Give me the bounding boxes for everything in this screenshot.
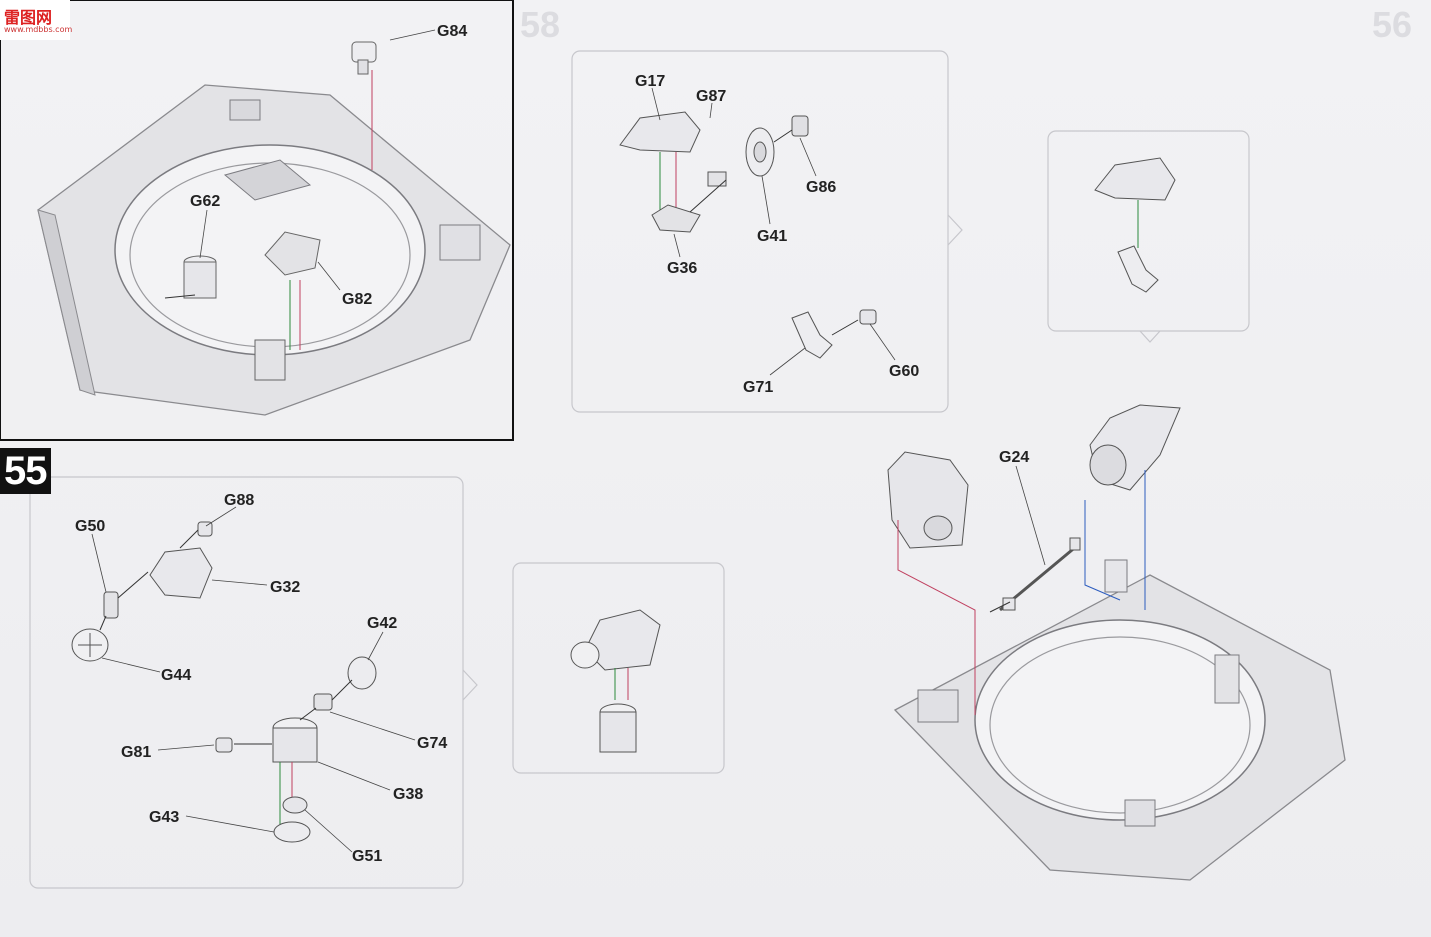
gearbox-assembly — [887, 451, 969, 549]
label-g74: G74 — [417, 735, 447, 752]
step-number-55: 55 — [0, 448, 51, 494]
label-g88: G88 — [224, 492, 254, 509]
part-g50 — [103, 591, 119, 619]
label-g87: G87 — [696, 88, 726, 105]
label-g51: G51 — [352, 848, 382, 865]
part-g74 — [313, 693, 333, 711]
subassembly-frame-g17 — [571, 50, 949, 413]
step-55-result-preview — [570, 609, 661, 753]
ghost-step-number: 58 — [520, 4, 561, 45]
label-g42: G42 — [367, 615, 397, 632]
part-g71 — [791, 311, 833, 359]
logo-url: www.mdbbs.com — [4, 25, 73, 34]
part-g88 — [197, 521, 213, 537]
part-g60 — [859, 309, 877, 325]
part-g62 — [183, 255, 217, 299]
label-g17: G17 — [635, 73, 665, 90]
preview-frame — [512, 562, 725, 774]
frame-pointer — [1139, 330, 1161, 343]
part-g84 — [351, 41, 377, 75]
part-g41 — [745, 127, 775, 177]
part-g82 — [264, 231, 321, 276]
part-g81 — [215, 737, 233, 753]
label-g71: G71 — [743, 379, 773, 396]
part-g44 — [71, 628, 109, 662]
step-54-frame — [0, 0, 514, 441]
motor-assembly — [1089, 404, 1181, 491]
part-g51 — [282, 796, 308, 814]
label-g60: G60 — [889, 363, 919, 380]
turret-floor-assembly — [893, 559, 1346, 881]
part-g38 — [272, 717, 318, 763]
label-g82: G82 — [342, 291, 372, 308]
label-g62: G62 — [190, 193, 220, 210]
label-g50: G50 — [75, 518, 105, 535]
label-g86: G86 — [806, 179, 836, 196]
ghost-step-number: 56 — [1372, 4, 1413, 45]
part-g24 — [999, 537, 1081, 612]
label-g24: G24 — [999, 449, 1029, 466]
step-55-frame — [29, 476, 464, 889]
label-g32: G32 — [270, 579, 300, 596]
label-g36: G36 — [667, 260, 697, 277]
site-logo: 雷图网 www.mdbbs.com — [0, 0, 73, 40]
subassembly-preview-upper — [1094, 157, 1176, 293]
turret-floor-step54 — [37, 84, 511, 416]
label-g41: G41 — [757, 228, 787, 245]
label-g38: G38 — [393, 786, 423, 803]
part-g36 — [651, 204, 701, 233]
label-g84: G84 — [437, 23, 467, 40]
frame-pointer — [947, 214, 963, 246]
frame-pointer — [462, 669, 478, 701]
part-g86 — [791, 115, 809, 137]
part-g43 — [273, 821, 311, 843]
logo-text: 雷图网 — [4, 8, 53, 27]
label-g44: G44 — [161, 667, 191, 684]
part-g32 — [149, 547, 213, 599]
label-g81: G81 — [121, 744, 151, 761]
subassembly-frame-g71 — [1047, 130, 1250, 332]
label-g43: G43 — [149, 809, 179, 826]
part-g17 — [619, 111, 701, 153]
part-g42 — [347, 656, 377, 690]
